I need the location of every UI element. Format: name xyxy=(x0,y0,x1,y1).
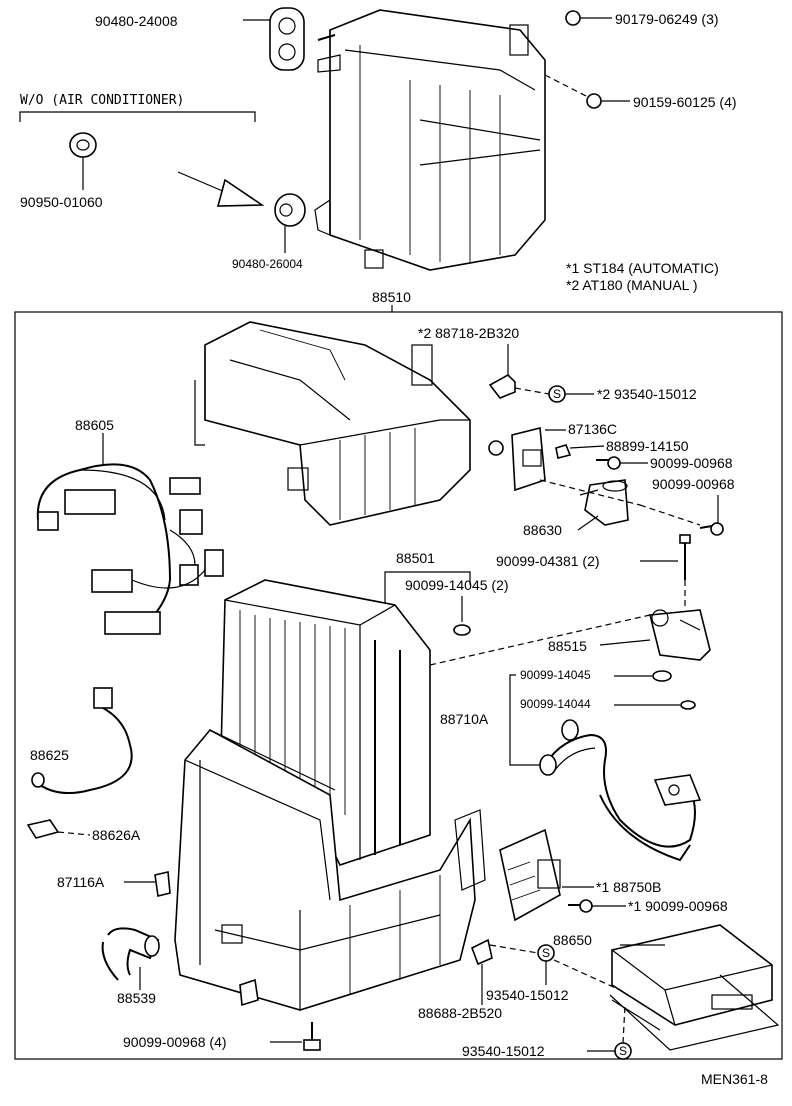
label-88718-2b320: *2 88718-2B320 xyxy=(418,325,519,341)
dash-93540-c xyxy=(622,1004,626,1044)
clip-88899-14150 xyxy=(555,444,572,459)
leader-88626a xyxy=(57,831,91,836)
label-88501: 88501 xyxy=(396,550,435,566)
screw-90099-00968-c xyxy=(568,899,593,913)
screw-icon-s-c: S xyxy=(619,1044,627,1058)
note-at180: *2 AT180 (MANUAL ) xyxy=(566,277,698,293)
amplifier-88650 xyxy=(611,924,773,1026)
label-88515: 88515 xyxy=(548,638,587,654)
dash-93540-a xyxy=(514,387,550,395)
bracket-wo-ac xyxy=(19,111,256,122)
label-88630: 88630 xyxy=(523,522,562,538)
sensor-body xyxy=(522,449,542,467)
grommet-90480-26004 xyxy=(274,193,306,227)
grommet-90480-24008 xyxy=(269,7,305,71)
sensor-tip xyxy=(488,440,504,456)
expansion-valve-88515 xyxy=(648,609,711,661)
screw-icon-s-b: S xyxy=(542,946,550,960)
screw-icon-s-a: S xyxy=(553,387,561,401)
bracket-88718-2b320 xyxy=(488,374,516,399)
label-93540-15012-c: 93540-15012 xyxy=(462,1043,545,1059)
label-88750b: *1 88750B xyxy=(596,879,661,895)
resistor-88750b xyxy=(499,828,561,922)
leader-88515 xyxy=(599,639,651,646)
sensor-88630 xyxy=(579,479,629,526)
label-90099-00968-a: 90099-00968 xyxy=(650,455,733,471)
label-88710a: 88710A xyxy=(440,711,489,727)
label-93540-15012-a: *2 93540-15012 xyxy=(597,386,697,402)
nut-90179-06249 xyxy=(565,10,581,26)
o-ring-90099-14044 xyxy=(680,700,696,710)
mounting-plate xyxy=(609,974,780,1051)
clip-88626a xyxy=(26,819,60,839)
label-87116a: 87116A xyxy=(57,874,105,890)
lower-case xyxy=(174,728,486,1011)
drain-hose-88539 xyxy=(101,927,160,981)
wire-harness-88605 xyxy=(36,463,224,635)
label-90099-00968-b: 90099-00968 xyxy=(652,476,735,492)
label-87136c: 87136C xyxy=(568,421,617,437)
label-88510: 88510 xyxy=(372,289,411,305)
label-88625: 88625 xyxy=(30,747,69,763)
screw-90159-60125 xyxy=(586,93,602,109)
dash-90159 xyxy=(544,74,589,98)
label-88899-14150: 88899-14150 xyxy=(606,438,689,454)
label-90099-00968-4: 90099-00968 (4) xyxy=(123,1034,227,1050)
bolt-90099-04381 xyxy=(679,534,691,580)
label-90950-01060: 90950-01060 xyxy=(20,194,103,210)
thermistor-88625 xyxy=(31,687,133,795)
arrow-icon xyxy=(177,171,265,207)
dash-bracket xyxy=(539,479,641,506)
plug-90950-01060 xyxy=(69,132,97,158)
label-88650: 88650 xyxy=(553,932,592,948)
label-90480-26004: 90480-26004 xyxy=(232,257,303,271)
label-90099-14044: 90099-14044 xyxy=(520,697,591,711)
bracket-88501 xyxy=(384,571,471,585)
dash-93540-b2 xyxy=(553,959,621,991)
label-90179-06249: 90179-06249 (3) xyxy=(615,11,719,27)
bolt-90099-00968-4 xyxy=(303,1022,321,1051)
label-88688-2b520: 88688-2B520 xyxy=(418,1005,502,1021)
label-93540-15012-b: 93540-15012 xyxy=(486,987,569,1003)
o-ring-90099-14045 xyxy=(652,670,672,682)
bracket-88710a xyxy=(509,674,540,766)
screw-90099-00968-b xyxy=(699,522,724,536)
leader-88899 xyxy=(569,445,605,449)
o-ring-90099-14045-2 xyxy=(453,624,471,636)
dash-bracket-2 xyxy=(639,504,701,526)
plate-line xyxy=(611,999,661,1031)
dash-valve xyxy=(429,614,651,666)
label-90099-14045-2: 90099-14045 (2) xyxy=(405,577,509,593)
dash-93540-b xyxy=(489,944,539,954)
upper-housing-assembly xyxy=(314,9,546,271)
label-88626a: 88626A xyxy=(92,827,141,843)
assembly-88510-frame xyxy=(14,311,783,1060)
label-90099-14045: 90099-14045 xyxy=(520,668,591,682)
label-90480-24008: 90480-24008 xyxy=(95,13,178,29)
leader-88630 xyxy=(577,515,599,531)
diagram-code: MEN361-8 xyxy=(701,1071,768,1087)
screw-90099-00968-a xyxy=(596,456,621,470)
upper-case xyxy=(194,321,471,526)
clamp-87116a xyxy=(154,871,171,897)
label-90099-04381: 90099-04381 (2) xyxy=(496,553,600,569)
label-90099-00968-c: *1 90099-00968 xyxy=(628,898,728,914)
tube-88710a xyxy=(539,719,702,862)
bracket-88688-2b520 xyxy=(470,938,493,966)
label-88539: 88539 xyxy=(117,990,156,1006)
label-wo-air-conditioner: W/O (AIR CONDITIONER) xyxy=(20,93,184,108)
label-90159-60125: 90159-60125 (4) xyxy=(633,94,737,110)
label-88605: 88605 xyxy=(75,417,114,433)
bracket-87136c xyxy=(511,426,546,492)
note-st184: *1 ST184 (AUTOMATIC) xyxy=(566,260,719,276)
